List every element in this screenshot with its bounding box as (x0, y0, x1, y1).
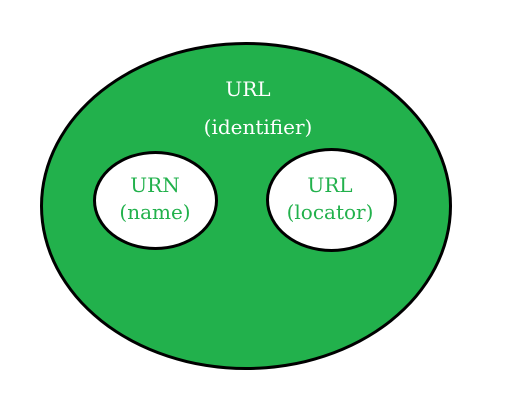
name-label: (name) (119, 200, 191, 224)
url-locator-title-label: URL (307, 173, 353, 197)
identifier-label: (identifier) (203, 115, 313, 139)
locator-label: (locator) (286, 200, 374, 224)
urn-title-label: URN (130, 173, 180, 197)
url-title-label: URL (225, 77, 271, 101)
url-locator-ellipse (266, 148, 397, 252)
urn-name-ellipse (93, 151, 218, 250)
